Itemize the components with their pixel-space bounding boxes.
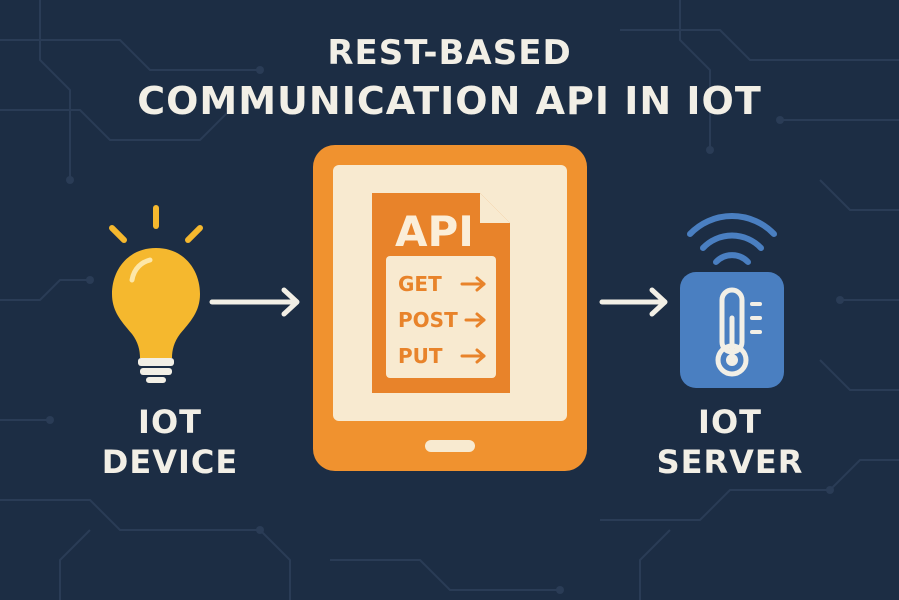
server-label-line-2: SERVER xyxy=(656,443,804,481)
method-put: PUT xyxy=(398,344,443,368)
server-label-line-1: IOT xyxy=(698,403,762,441)
iot-device-label: IOT DEVICE xyxy=(95,402,245,482)
wifi-icon xyxy=(687,213,777,265)
device-label-line-1: IOT xyxy=(138,403,202,441)
device-label-line-2: DEVICE xyxy=(101,443,239,481)
method-arrows xyxy=(460,276,486,364)
diagram-title: REST-BASED COMMUNICATION API IN IOT xyxy=(0,30,899,126)
thermometer-icon xyxy=(680,272,784,388)
lightbulb-icon xyxy=(109,205,203,383)
method-get: GET xyxy=(398,272,442,296)
arrow-api-to-server xyxy=(599,287,668,317)
tablet-icon xyxy=(313,145,587,471)
title-line-1: REST-BASED xyxy=(327,33,572,73)
api-heading: API xyxy=(395,207,474,256)
title-line-2: COMMUNICATION API IN IOT xyxy=(137,79,762,123)
arrow-device-to-api xyxy=(209,287,300,317)
method-post: POST xyxy=(398,308,458,332)
iot-server-label: IOT SERVER xyxy=(655,402,805,482)
